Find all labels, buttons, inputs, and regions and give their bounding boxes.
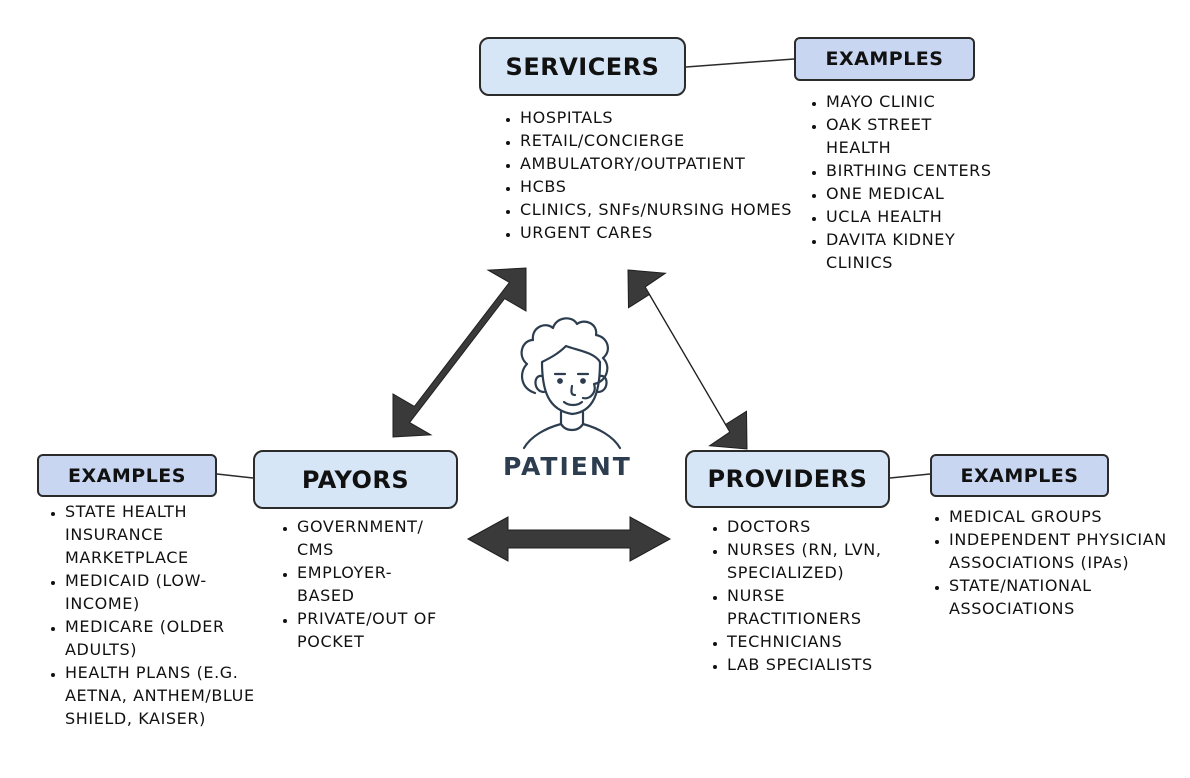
servicers-examples-title: EXAMPLES	[825, 48, 944, 70]
list-item: HCBS	[520, 175, 816, 198]
payors-title: PAYORS	[301, 465, 410, 494]
list-item: URGENT CARES	[520, 221, 816, 244]
payors-box: PAYORS	[253, 450, 458, 509]
list-item: CLINICS, SNFs/NURSING HOMES	[520, 198, 816, 221]
list-item: STATE HEALTH INSURANCE MARKETPLACE	[65, 500, 235, 569]
list-item: LAB SPECIALISTS	[727, 653, 937, 676]
list-item: BIRTHING CENTERS	[826, 159, 1058, 182]
list-item: UCLA HEALTH	[826, 205, 1058, 228]
providers-list: DOCTORS NURSES (RN, LVN, SPECIALIZED) NU…	[700, 515, 937, 676]
providers-title: PROVIDERS	[707, 465, 868, 493]
providers-examples-title: EXAMPLES	[960, 464, 1079, 487]
list-item: PRIVATE/OUT OF POCKET	[297, 607, 447, 653]
list-item: RETAIL/CONCIERGE	[520, 129, 816, 152]
providers-examples-list: MEDICAL GROUPS INDEPENDENT PHYSICIAN ASS…	[922, 505, 1190, 620]
list-item: MEDICARE (OLDER ADULTS)	[65, 615, 255, 661]
list-item: DOCTORS	[727, 515, 937, 538]
patient-avatar-icon	[520, 317, 622, 450]
payors-providers-arrow	[466, 516, 672, 562]
servicers-list: HOSPITALS RETAIL/CONCIERGE AMBULATORY/OU…	[493, 106, 816, 244]
list-item: INDEPENDENT PHYSICIAN ASSOCIATIONS (IPAs…	[949, 528, 1174, 574]
servicers-examples-box: EXAMPLES	[794, 37, 975, 81]
payors-examples-connector	[216, 473, 254, 479]
list-item: EMPLOYER-BASED	[297, 561, 417, 607]
payors-examples-box: EXAMPLES	[37, 454, 217, 497]
servicers-providers-arrow	[627, 269, 748, 450]
list-item: STATE/NATIONAL ASSOCIATIONS	[949, 574, 1129, 620]
payors-list: GOVERNMENT/ CMS EMPLOYER-BASED PRIVATE/O…	[270, 515, 477, 653]
providers-examples-connector	[889, 473, 931, 479]
servicers-title: SERVICERS	[505, 52, 660, 81]
providers-box: PROVIDERS	[685, 450, 890, 508]
list-item: TECHNICIANS	[727, 630, 937, 653]
list-item: DAVITA KIDNEY CLINICS	[826, 228, 976, 274]
servicers-examples-list: MAYO CLINIC OAK STREET HEALTH BIRTHING C…	[799, 90, 1058, 274]
list-item: MEDICAL GROUPS	[949, 505, 1190, 528]
providers-examples-box: EXAMPLES	[930, 454, 1109, 497]
list-item: HEALTH PLANS (E.G. AETNA, ANTHEM/BLUE SH…	[65, 661, 255, 730]
payors-servicers-arrow	[392, 267, 527, 438]
list-item: MEDICAID (LOW-INCOME)	[65, 569, 215, 615]
list-item: GOVERNMENT/ CMS	[297, 515, 447, 561]
servicers-box: SERVICERS	[479, 37, 686, 96]
payors-examples-title: EXAMPLES	[68, 464, 186, 487]
list-item: HOSPITALS	[520, 106, 816, 129]
servicers-examples-connector	[685, 58, 795, 68]
list-item: NURSE PRACTITIONERS	[727, 584, 897, 630]
payors-examples-list: STATE HEALTH INSURANCE MARKETPLACE MEDIC…	[38, 500, 275, 730]
list-item: AMBULATORY/OUTPATIENT	[520, 152, 816, 175]
list-item: MAYO CLINIC	[826, 90, 1058, 113]
patient-label: PATIENT	[503, 452, 632, 481]
list-item: OAK STREET HEALTH	[826, 113, 956, 159]
list-item: NURSES (RN, LVN, SPECIALIZED)	[727, 538, 897, 584]
list-item: ONE MEDICAL	[826, 182, 1058, 205]
